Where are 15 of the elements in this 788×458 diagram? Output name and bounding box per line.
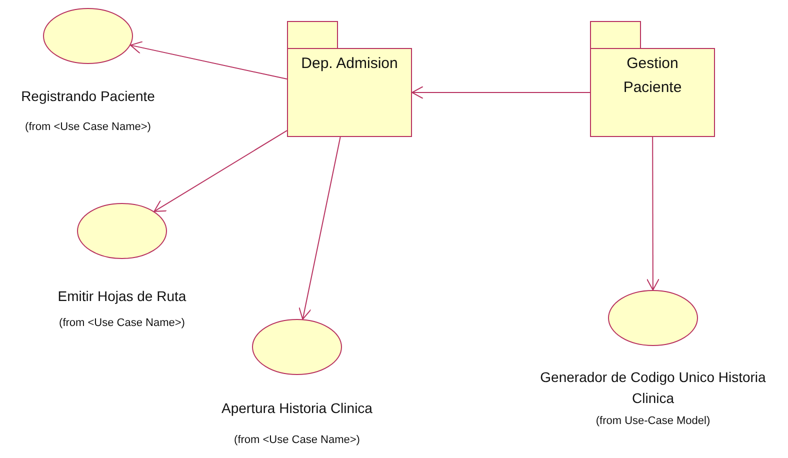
source-note: (from Use-Case Model) [594,415,712,427]
use-case-name: Registrando Paciente [20,87,156,106]
source-note: (from <Use Case Name>) [24,121,152,133]
arrow [646,136,660,290]
use-case-name: Emitir Hojas de Ruta [56,287,188,306]
arrow [298,136,341,320]
source-note: (from <Use Case Name>) [58,317,186,329]
package-name: Gestion Paciente [622,54,683,98]
arrow [130,41,288,80]
use-case-name: Apertura Historia Clinica [220,399,374,418]
use-case-name: Generador de Codigo Unico Historia Clinica [539,368,767,408]
arrow [154,130,288,212]
package-name: Dep. Admision [301,54,398,74]
source-note: (from <Use Case Name>) [233,434,361,446]
arrow [412,86,590,99]
